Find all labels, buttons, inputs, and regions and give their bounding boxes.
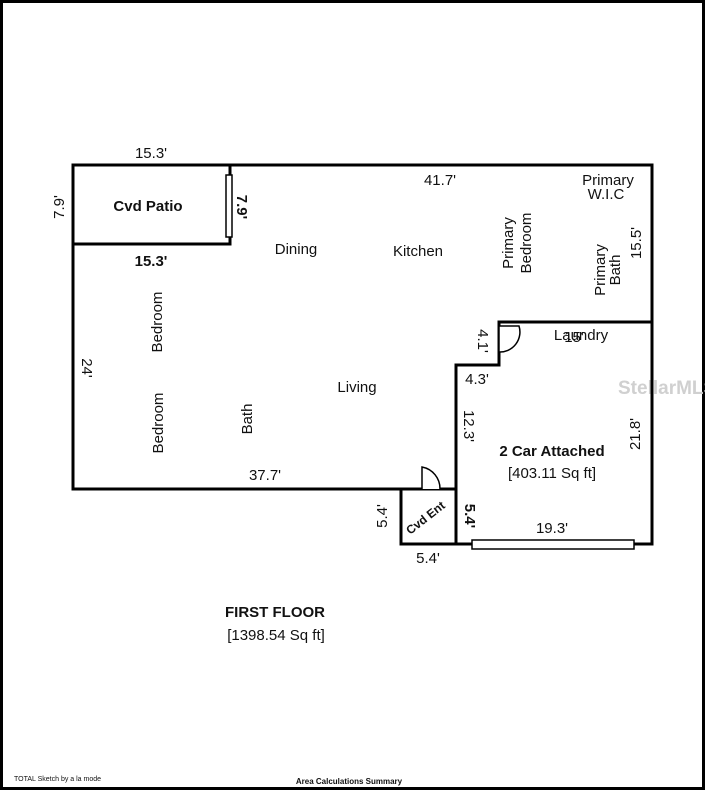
dim-left-wall: 24' [78,358,95,378]
dim-garage-left: 12.3' [460,410,477,442]
room-primary-bedroom-line2: Bedroom [518,213,535,274]
dim-ent-right: 5.4' [461,504,478,528]
floor-area: [1398.54 Sq ft] [227,627,325,644]
room-dining: Dining [275,241,318,258]
dim-patio-bottom: 15.3' [135,253,168,270]
floor-title: FIRST FLOOR [225,604,325,621]
dim-patio-right: 7.9' [233,195,250,219]
room-primary-bedroom-line1: Primary [500,217,517,269]
dim-top-wall: 41.7' [424,172,456,189]
garage-door [471,539,635,550]
room-bedroom-lower: Bedroom [150,393,167,454]
dim-ent-left: 5.4' [374,504,391,528]
garage-door-swing [498,325,521,353]
room-bedroom-upper: Bedroom [149,292,166,353]
dim-bottom-wall: 37.7' [249,467,281,484]
dim-right-upper: 15.5' [628,227,645,259]
room-laundry: Laundry [554,327,609,344]
dim-garage-right: 21.8' [627,418,644,450]
watermark: StellarMLS [618,378,705,399]
room-bath: Bath [239,404,256,435]
patio-slider-door [225,174,233,238]
room-primary-bath-line2: Bath [607,255,624,286]
entry-door-swing [421,466,441,490]
dim-patio-top: 15.3' [135,145,167,162]
room-garage-area: [403.11 Sq ft] [508,465,596,482]
dim-laundry-overlap: 15' [564,329,584,346]
dim-ent-bottom: 5.4' [416,550,440,567]
room-living: Living [337,379,376,396]
dim-patio-left: 7.9' [51,195,68,219]
footer-credit: TOTAL Sketch by a la mode [14,776,101,783]
room-garage: 2 Car Attached [499,443,604,460]
dim-garage-bottom: 19.3' [536,520,568,537]
room-primary-wic-line2: W.I.C [588,186,625,203]
room-primary-wic-line1: Primary [582,172,634,189]
dim-notch-horizontal: 4.3' [465,371,489,388]
garage-outline [454,320,654,546]
room-primary-bath-line1: Primary [592,244,609,296]
room-cvd-ent: Cvd Ent [403,498,447,537]
room-cvd-patio: Cvd Patio [113,198,182,215]
dim-notch-vertical: 4.1' [474,329,491,353]
footer-summary: Area Calculations Summary [296,777,403,786]
room-kitchen: Kitchen [393,243,443,260]
